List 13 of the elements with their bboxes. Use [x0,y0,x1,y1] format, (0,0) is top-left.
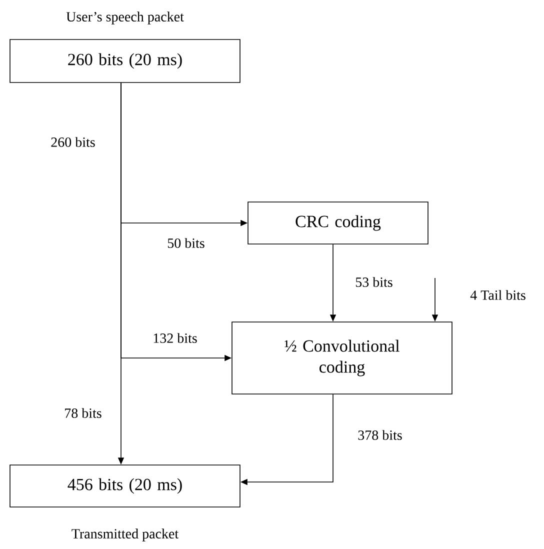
node-label: Transmitted packet [72,528,179,542]
process-box: 456 bits (20 ms) [10,464,240,508]
edge-label: 53 bits [356,277,392,287]
flow-label: 260 bits [50,136,96,148]
edge-label: 4 Tail bits [470,290,526,300]
process-box: CRC coding [248,202,428,244]
edge-label: 50 bits [168,238,204,248]
edge-label: 132 bits [154,333,197,343]
process-box: ½ Convolutional coding [232,322,452,394]
node-label: User’s speech packet [66,12,184,24]
process-box: 260 bits (20 ms) [10,39,240,83]
edge-label: 378 bits [358,430,402,440]
edge-label: 78 bits [65,408,102,418]
